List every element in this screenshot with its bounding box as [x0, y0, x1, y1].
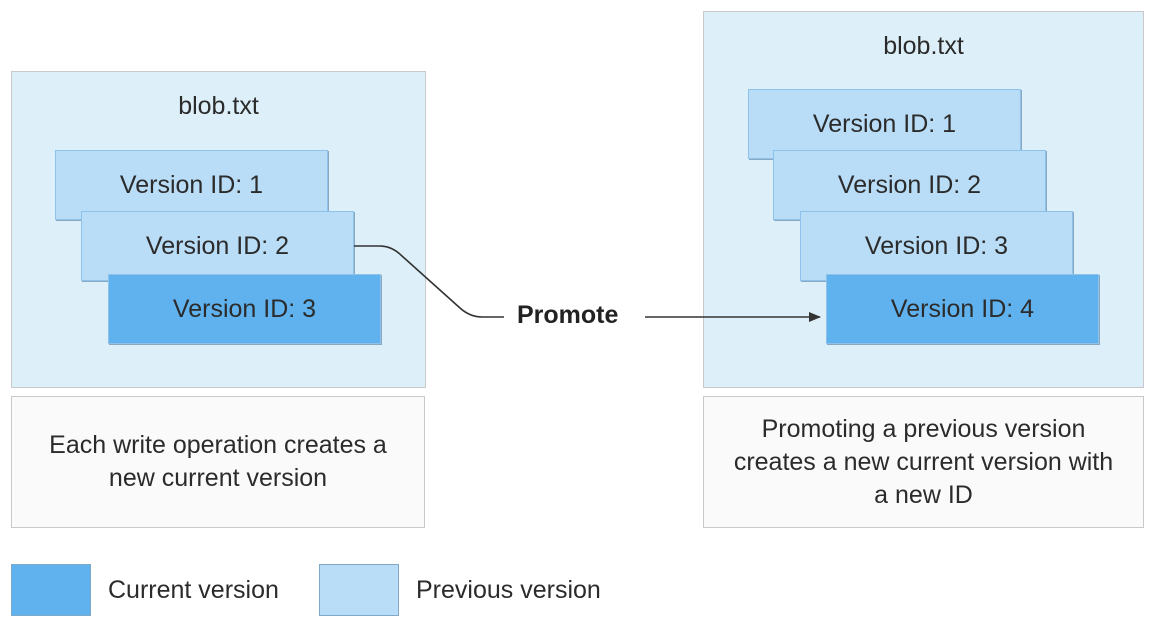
left-blob-title: blob.txt — [178, 92, 259, 120]
legend-current-swatch — [11, 564, 91, 616]
left-caption: Each write operation creates a new curre… — [11, 396, 425, 528]
promote-curve-line — [354, 245, 504, 318]
right-caption: Promoting a previous version creates a n… — [703, 396, 1144, 528]
legend-previous-label: Previous version — [416, 576, 601, 604]
right-blob-title: blob.txt — [883, 32, 964, 60]
legend-current-label: Current version — [108, 576, 279, 604]
right-version-4-current: Version ID: 4 — [826, 274, 1099, 344]
promote-label: Promote — [517, 301, 619, 329]
right-version-2: Version ID: 2 — [773, 150, 1046, 220]
right-version-1: Version ID: 1 — [748, 89, 1021, 159]
legend-previous-swatch — [319, 564, 399, 616]
right-version-3: Version ID: 3 — [800, 211, 1073, 281]
left-version-3-current: Version ID: 3 — [108, 274, 381, 344]
left-version-2: Version ID: 2 — [81, 211, 354, 281]
